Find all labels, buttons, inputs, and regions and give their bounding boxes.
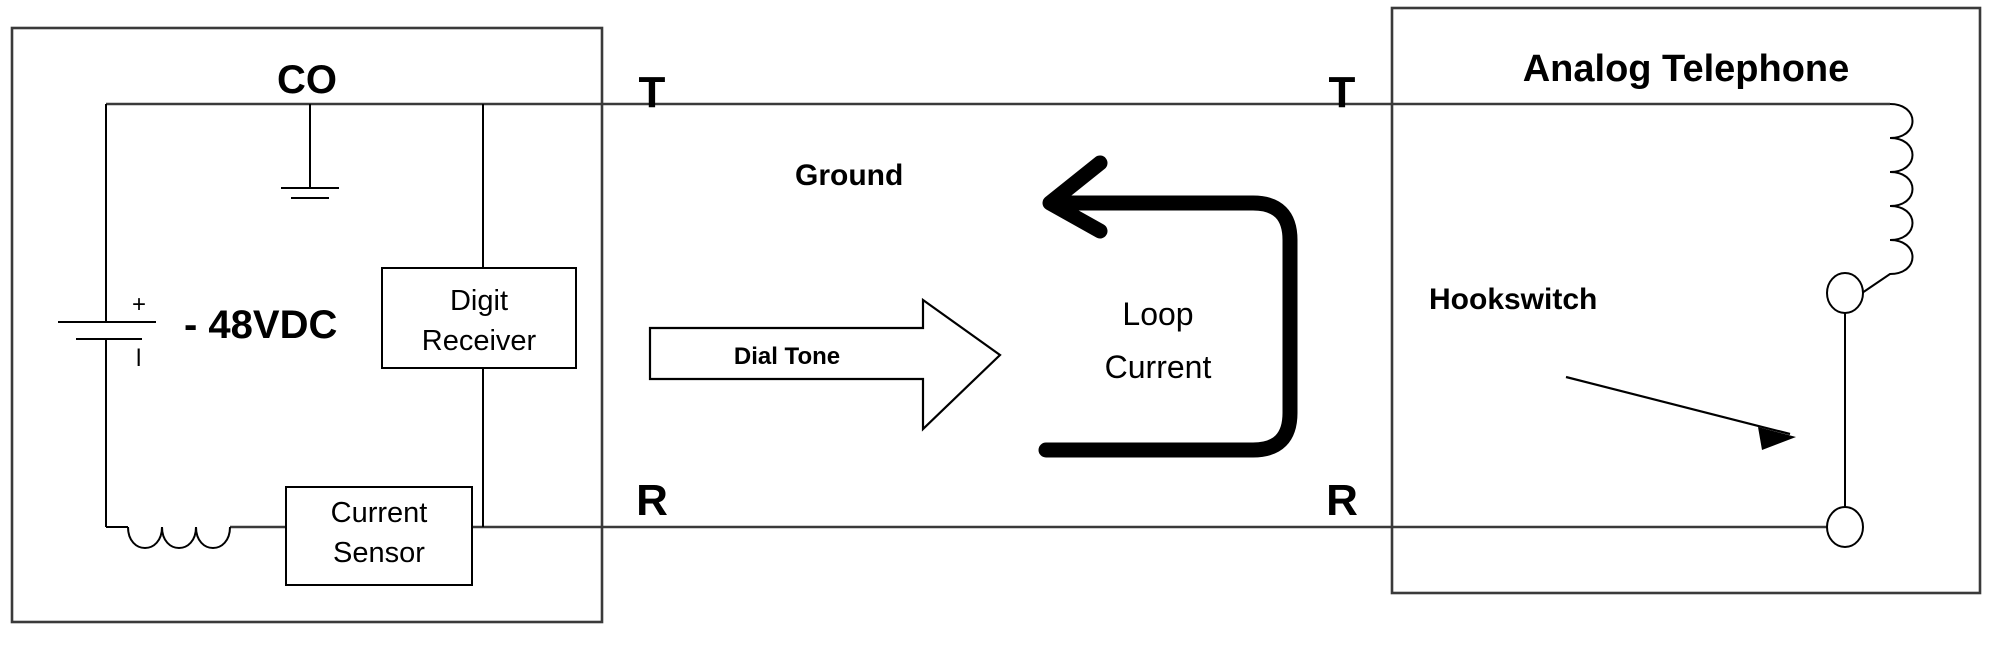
co-title: CO [277,58,337,102]
ground-label: Ground [795,159,903,192]
battery-minus-sign: l [136,345,141,372]
digit-receiver-line2: Receiver [422,325,537,357]
phone-inductor-icon [1861,103,1914,294]
current-sensor-line2: Sensor [333,537,425,569]
loop-current-line1: Loop [1122,296,1193,332]
loop-current-arrow-icon [1038,155,1298,458]
battery-plus-sign: + [132,291,146,318]
co-inductor-icon [106,526,231,549]
analog-telephone-enclosure [1390,6,1982,595]
battery-voltage-label: - 48VDC [184,303,337,347]
battery-icon [58,321,156,340]
dial-tone-arrow-icon [648,297,1002,432]
ground-icon [281,104,339,199]
ring-label-right: R [1326,476,1358,525]
digit-receiver-box [381,267,577,369]
co-enclosure [10,26,604,624]
analog-telephone-title: Analog Telephone [1523,48,1850,90]
loop-current-line2: Current [1105,349,1212,385]
ring-label-left: R [636,476,668,525]
dial-tone-label: Dial Tone [734,343,840,370]
current-sensor-line1: Current [331,497,428,529]
hookswitch-terminal-bottom-icon [1826,506,1864,548]
tip-label-right: T [1329,68,1356,117]
digit-receiver-line1: Digit [450,285,508,317]
hookswitch-label: Hookswitch [1429,283,1597,316]
tip-label-left: T [639,68,666,117]
hookswitch-pointer-icon [1565,375,1796,450]
current-sensor-box [285,486,473,586]
